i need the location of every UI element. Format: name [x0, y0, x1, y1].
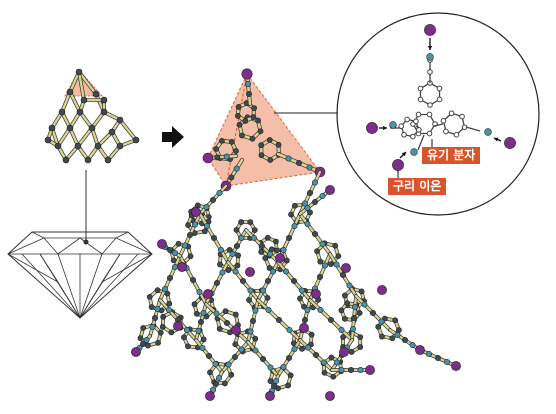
- diamond-gem-icon: [7, 170, 153, 319]
- organic-molecule-label: 유기 분자: [422, 147, 481, 164]
- right-arrow-icon: [162, 126, 184, 148]
- copper-ion-label: 구리 이온: [388, 178, 447, 195]
- metal-organic-framework: [131, 68, 461, 401]
- diamond-lattice-small: [44, 68, 140, 164]
- zoom-circle: [274, 12, 540, 216]
